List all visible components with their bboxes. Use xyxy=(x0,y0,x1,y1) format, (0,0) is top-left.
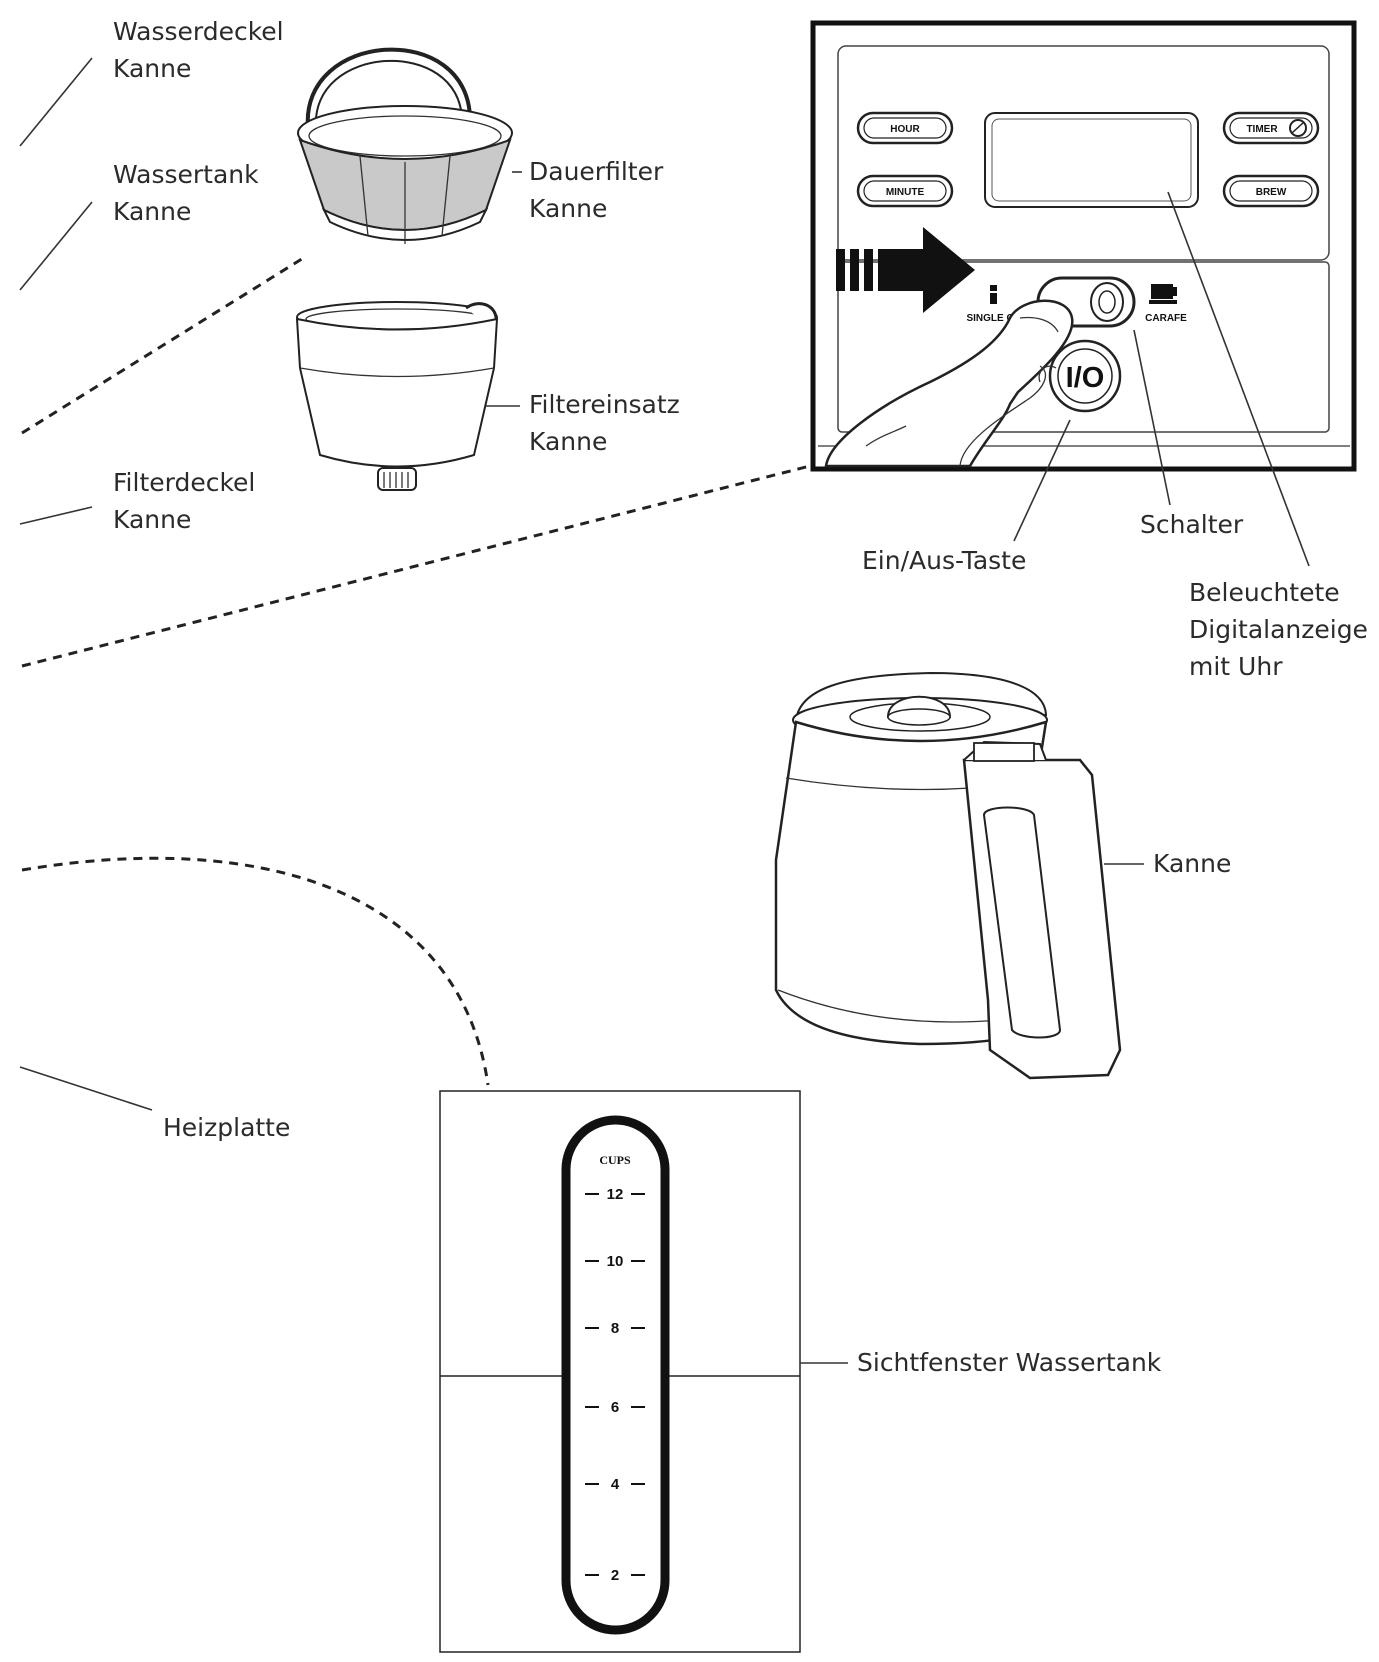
label-dauerfilter-line1: Dauerfilter xyxy=(529,157,664,186)
label-filterdeckel-line2: Kanne xyxy=(113,505,191,534)
label-heizplatte: Heizplatte xyxy=(163,1113,290,1142)
filter-insert-illustration xyxy=(295,301,520,491)
brew-button-label: BREW xyxy=(1256,187,1287,198)
cups-mark-label: 6 xyxy=(611,1399,619,1416)
carafe-label: CARAFE xyxy=(1145,313,1187,324)
label-schalter: Schalter xyxy=(1140,510,1244,539)
cups-scale: 12 10 8 6 4 2 xyxy=(585,1186,645,1584)
power-button[interactable]: I/O xyxy=(1048,339,1122,413)
minute-button[interactable]: MINUTE xyxy=(856,174,954,208)
power-button-label: I/O xyxy=(1066,362,1105,394)
timer-button-label: TIMER xyxy=(1246,124,1278,135)
hand-illustration xyxy=(824,299,1074,468)
cups-mark-label: 10 xyxy=(607,1253,624,1270)
water-window-inset: CUPS 12 10 8 6 4 2 xyxy=(439,1090,848,1653)
label-wassertank-line1: Wassertank xyxy=(113,160,259,189)
minute-button-label: MINUTE xyxy=(886,187,925,198)
label-digitalanzeige-line3: mit Uhr xyxy=(1189,652,1283,681)
label-filtereinsatz-line1: Filtereinsatz xyxy=(529,390,680,419)
label-digitalanzeige: Beleuchtete Digitalanzeige mit Uhr xyxy=(1189,578,1368,681)
label-sichtfenster: Sichtfenster Wassertank xyxy=(857,1348,1162,1377)
hour-button[interactable]: HOUR xyxy=(856,111,954,145)
control-panel-inset: HOUR MINUTE TIMER BREW xyxy=(810,20,1357,567)
label-filtereinsatz: Filtereinsatz Kanne xyxy=(529,390,680,456)
permanent-filter-illustration xyxy=(297,47,522,244)
label-dauerfilter-line2: Kanne xyxy=(529,194,607,223)
label-wasserdeckel: Wasserdeckel Kanne xyxy=(19,17,284,147)
brew-button[interactable]: BREW xyxy=(1222,174,1320,208)
dashed-connector-panel xyxy=(21,464,811,668)
single-cup-label: SINGLE CUP xyxy=(966,313,1027,324)
label-wassertank: Wassertank Kanne xyxy=(19,160,259,291)
label-wasserdeckel-line2: Kanne xyxy=(113,54,191,83)
single-cup-icon xyxy=(990,285,997,304)
hour-button-label: HOUR xyxy=(890,124,920,135)
label-wasserdeckel-line1: Wasserdeckel xyxy=(113,17,284,46)
cups-title: CUPS xyxy=(599,1153,631,1167)
dashed-connector-filter xyxy=(21,255,306,435)
label-digitalanzeige-line1: Beleuchtete xyxy=(1189,578,1340,607)
timer-button[interactable]: TIMER xyxy=(1222,111,1320,145)
label-dauerfilter: Dauerfilter Kanne xyxy=(529,157,664,223)
label-ein-aus-taste: Ein/Aus-Taste xyxy=(862,546,1026,575)
label-wassertank-line2: Kanne xyxy=(113,197,191,226)
cups-mark-label: 12 xyxy=(607,1186,624,1203)
leader-heizplatte xyxy=(19,1066,153,1111)
cups-mark-label: 4 xyxy=(611,1476,620,1493)
dashed-arc-heizplatte xyxy=(21,856,490,1086)
cups-mark-label: 2 xyxy=(611,1567,619,1584)
label-kanne: Kanne xyxy=(1153,849,1231,878)
pointing-arrow-icon xyxy=(836,227,975,313)
carafe-icon xyxy=(1149,284,1177,304)
label-filtereinsatz-line2: Kanne xyxy=(529,427,607,456)
label-filterdeckel: Filterdeckel Kanne xyxy=(19,468,255,534)
label-filterdeckel-line1: Filterdeckel xyxy=(113,468,255,497)
cups-mark-label: 8 xyxy=(611,1320,619,1337)
label-digitalanzeige-line2: Digitalanzeige xyxy=(1189,615,1368,644)
digital-display xyxy=(984,112,1199,208)
carafe-illustration xyxy=(774,671,1144,1080)
